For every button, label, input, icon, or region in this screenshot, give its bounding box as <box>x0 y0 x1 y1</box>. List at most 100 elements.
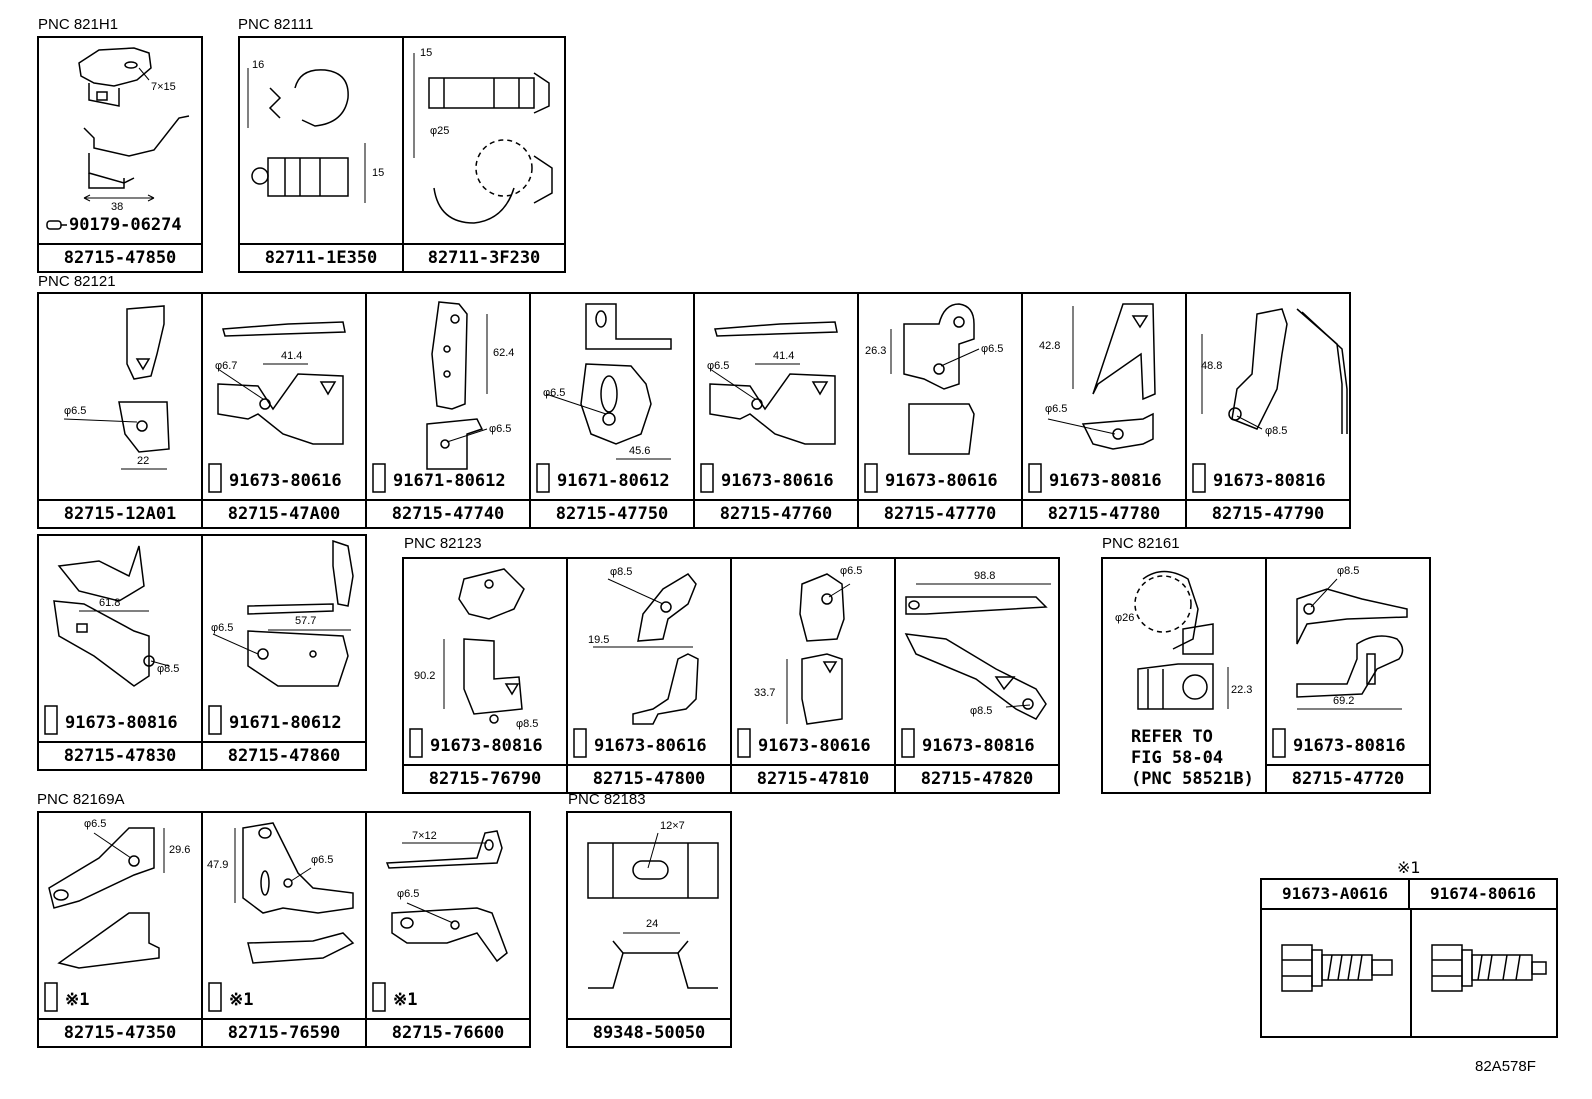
part-number[interactable]: 82715-76590 <box>203 1018 365 1046</box>
part-cell-82711-1e350[interactable]: 16 15 82711-1E350 <box>238 36 404 273</box>
part-number[interactable]: 82715-47740 <box>367 499 529 527</box>
part-cell-82715-76590[interactable]: 47.9 φ6.5 ※1 82715-76590 <box>201 811 367 1048</box>
part-number[interactable]: 82715-47770 <box>859 499 1021 527</box>
part-cell-82715-47720[interactable]: φ8.5 69.2 91673-80816 82715-47720 <box>1265 557 1431 794</box>
part-cell-82715-47780[interactable]: 42.8 φ6.5 91673-80816 82715-47780 <box>1021 292 1187 529</box>
bolt-callout[interactable]: ※1 <box>229 990 254 1010</box>
bolt-part-number[interactable]: 91671-80612 <box>229 713 342 733</box>
dimension-label: φ6.5 <box>840 565 862 577</box>
bolt-part-number[interactable]: 90179-06274 <box>69 215 182 235</box>
part-cell-82715-12a01[interactable]: φ6.5 22 82715-12A01 <box>37 292 203 529</box>
part-number[interactable]: 82715-12A01 <box>39 499 201 527</box>
part-cell-82715-47760[interactable]: φ6.5 41.4 91673-80616 82715-47760 <box>693 292 859 529</box>
bracket-drawing: 33.7 φ6.5 <box>732 565 862 764</box>
dimension-label: 22.3 <box>1231 684 1252 696</box>
bolt-part-number[interactable]: 91673-80616 <box>758 736 871 756</box>
bolt-callout[interactable]: ※1 <box>393 990 418 1010</box>
group-label-821h1: PNC 821H1 <box>38 16 119 33</box>
part-cell-82715-47a00[interactable]: φ6.7 41.4 91673-80616 82715-47A00 <box>201 292 367 529</box>
part-number[interactable]: 82715-47800 <box>568 764 730 792</box>
refer-note: REFER TO FIG 58-04 (PNC 58521B) <box>1131 727 1254 789</box>
dimension-label: 29.6 <box>169 844 190 856</box>
part-number[interactable]: 82715-47810 <box>732 764 894 792</box>
dimension-label: φ8.5 <box>516 718 538 730</box>
bracket-drawing: 48.8 φ8.5 <box>1187 294 1349 499</box>
part-cell-refer-fig-58-04[interactable]: φ26 22.3 REFER TO FIG 58-04 (PNC 58521B) <box>1101 557 1267 794</box>
dimension-label: 15 <box>420 47 432 59</box>
bolt-part-number[interactable]: 91671-80612 <box>393 471 506 491</box>
bolt-part-number[interactable]: 91673-80816 <box>430 736 543 756</box>
bolt-part-number[interactable]: 91673-80816 <box>65 713 178 733</box>
dimension-label: 45.6 <box>629 445 650 457</box>
dimension-label: φ6.5 <box>211 622 233 634</box>
part-number[interactable]: 82711-1E350 <box>240 243 402 271</box>
part-cell-82715-47830[interactable]: 61.8 φ8.5 91673-80816 82715-47830 <box>37 534 203 771</box>
bracket-drawing: 90.2 φ8.5 <box>404 559 538 764</box>
part-number[interactable]: 82715-47790 <box>1187 499 1349 527</box>
bracket-drawing: 61.8 φ8.5 <box>39 536 179 741</box>
dimension-label: 41.4 <box>281 350 302 362</box>
bolt-part-number[interactable]: 91673-80616 <box>885 471 998 491</box>
dimension-label: 15 <box>372 167 384 179</box>
part-number[interactable]: 82715-47750 <box>531 499 693 527</box>
bolt-part-number[interactable]: 91673-80816 <box>1049 471 1162 491</box>
part-cell-82715-47850[interactable]: 7×15 38 90179-06274 82715-47850 <box>37 36 203 273</box>
part-cell-82715-47770[interactable]: 26.3 φ6.5 91673-80616 82715-47770 <box>857 292 1023 529</box>
part-number[interactable]: 82715-47830 <box>39 741 201 769</box>
part-cell-82715-76600[interactable]: 7×12 φ6.5 ※1 82715-76600 <box>365 811 531 1048</box>
dimension-label: φ8.5 <box>1265 425 1287 437</box>
group-label-82183: PNC 82183 <box>568 791 646 808</box>
part-number[interactable]: 82715-47780 <box>1023 499 1185 527</box>
part-cell-82715-76790[interactable]: 90.2 φ8.5 91673-80816 82715-76790 <box>402 557 568 794</box>
part-number[interactable]: 82711-3F230 <box>404 243 564 271</box>
part-number[interactable]: 82715-76600 <box>367 1018 529 1046</box>
group-label-82121: PNC 82121 <box>38 273 116 290</box>
part-cell-82715-47800[interactable]: φ8.5 19.5 91673-80616 82715-47800 <box>566 557 732 794</box>
part-cell-82715-47820[interactable]: 98.8 φ8.5 91673-80816 82715-47820 <box>894 557 1060 794</box>
bolt-part-number[interactable]: 91673-80616 <box>594 736 707 756</box>
dimension-label: 24 <box>646 918 658 930</box>
part-number[interactable]: 82715-47850 <box>39 243 201 271</box>
part-number[interactable]: 82715-47820 <box>896 764 1058 792</box>
legend-part-number-right[interactable]: 91674-80616 <box>1410 880 1556 910</box>
bolt-part-number[interactable]: 91673-80816 <box>922 736 1035 756</box>
part-cell-82715-47810[interactable]: 33.7 φ6.5 91673-80616 82715-47810 <box>730 557 896 794</box>
clamp-drawing: 15 φ25 <box>404 47 564 243</box>
bolt-part-number[interactable]: 91673-80616 <box>229 471 342 491</box>
part-cell-82715-47790[interactable]: 48.8 φ8.5 91673-80816 82715-47790 <box>1185 292 1351 529</box>
dimension-label: φ6.5 <box>397 888 419 900</box>
dimension-label: 41.4 <box>773 350 794 362</box>
group-label-82169a: PNC 82169A <box>37 791 125 808</box>
bolt-part-number[interactable]: 91673-80616 <box>721 471 834 491</box>
dimension-label: φ6.5 <box>1045 403 1067 415</box>
part-number[interactable]: 82715-47760 <box>695 499 857 527</box>
part-cell-82715-47740[interactable]: 62.4 φ6.5 91671-80612 82715-47740 <box>365 292 531 529</box>
part-cell-82715-47750[interactable]: φ6.5 45.6 91671-80612 82715-47750 <box>529 292 695 529</box>
dimension-label: 90.2 <box>414 670 435 682</box>
part-number[interactable]: 82715-76790 <box>404 764 566 792</box>
part-cell-82715-47860[interactable]: φ6.5 57.7 91671-80612 82715-47860 <box>201 534 367 771</box>
part-number[interactable]: 82715-47720 <box>1267 764 1429 792</box>
part-number[interactable]: 82715-47A00 <box>203 499 365 527</box>
bolt-part-number[interactable]: 91673-80816 <box>1293 736 1406 756</box>
part-number[interactable]: 82715-47350 <box>39 1018 201 1046</box>
dimension-label: 42.8 <box>1039 340 1060 352</box>
part-cell-89348-50050[interactable]: 12×7 24 89348-50050 <box>566 811 732 1048</box>
bolt-legend-table: 91673-A0616 91674-80616 <box>1260 878 1558 1038</box>
part-number[interactable]: 82715-47860 <box>203 741 365 769</box>
dimension-label: φ25 <box>430 125 449 137</box>
group-label-82123: PNC 82123 <box>404 535 482 552</box>
diagram-code: 82A578F <box>1475 1058 1536 1075</box>
legend-part-number-left[interactable]: 91673-A0616 <box>1262 880 1410 910</box>
bracket-drawing: 26.3 φ6.5 <box>859 294 1003 499</box>
bolt-callout[interactable]: ※1 <box>65 990 90 1010</box>
bolt-part-number[interactable]: 91671-80612 <box>557 471 670 491</box>
dimension-label: φ8.5 <box>157 663 179 675</box>
part-cell-82711-3f230[interactable]: 15 φ25 82711-3F230 <box>402 36 566 273</box>
dimension-label: 19.5 <box>588 634 609 646</box>
part-number[interactable]: 89348-50050 <box>568 1018 730 1046</box>
part-cell-82715-47350[interactable]: φ6.5 29.6 ※1 82715-47350 <box>37 811 203 1048</box>
bolt-part-number[interactable]: 91673-80816 <box>1213 471 1326 491</box>
dimension-label: 69.2 <box>1333 695 1354 707</box>
